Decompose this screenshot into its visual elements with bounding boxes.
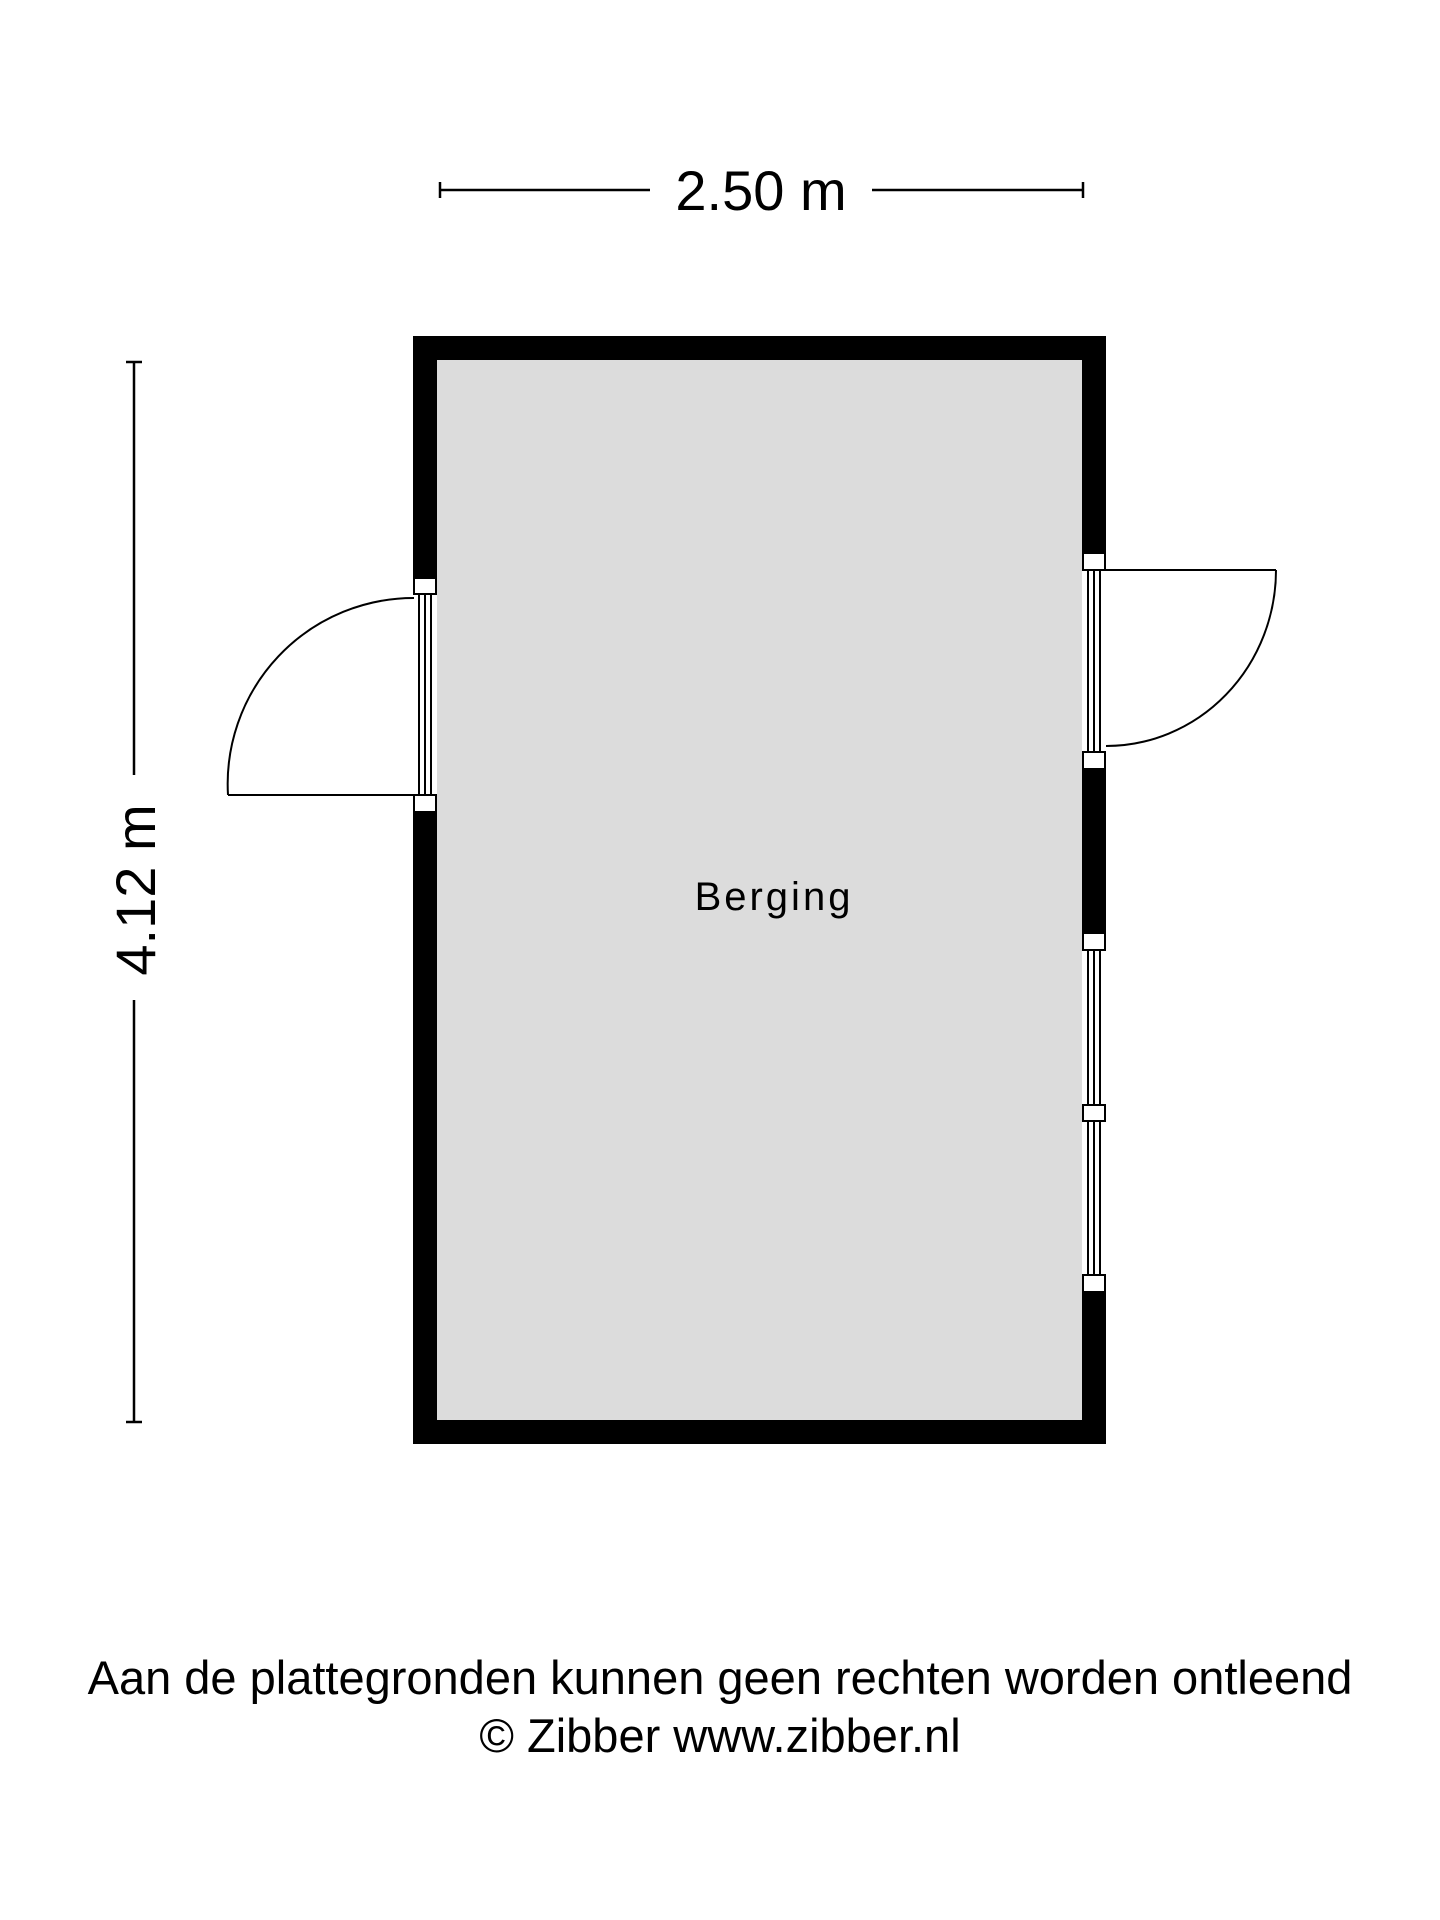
right-door: [1082, 552, 1277, 770]
disclaimer-text: Aan de plattegronden kunnen geen rechten…: [87, 1651, 1353, 1704]
wall-right-lower: [1082, 1292, 1106, 1420]
height-dimension-label: 4.12 m: [104, 804, 167, 975]
width-dimension-label: 2.50 m: [675, 159, 846, 222]
height-dimension: 4.12 m: [104, 360, 167, 1424]
wall-bottom: [413, 1420, 1106, 1444]
copyright-credit: © Zibber www.zibber.nl: [479, 1709, 961, 1762]
wall-right-middle: [1082, 770, 1106, 932]
right-window: [1082, 932, 1106, 1293]
walls: [413, 336, 1106, 1444]
wall-left-upper: [413, 360, 437, 578]
left-door: [226, 577, 437, 813]
width-dimension: 2.50 m: [438, 159, 1085, 222]
room-label: Berging: [695, 875, 854, 919]
room-floor: [437, 360, 1082, 1420]
wall-left-lower: [413, 812, 437, 1420]
wall-top: [413, 336, 1106, 360]
wall-right-upper: [1082, 360, 1106, 552]
